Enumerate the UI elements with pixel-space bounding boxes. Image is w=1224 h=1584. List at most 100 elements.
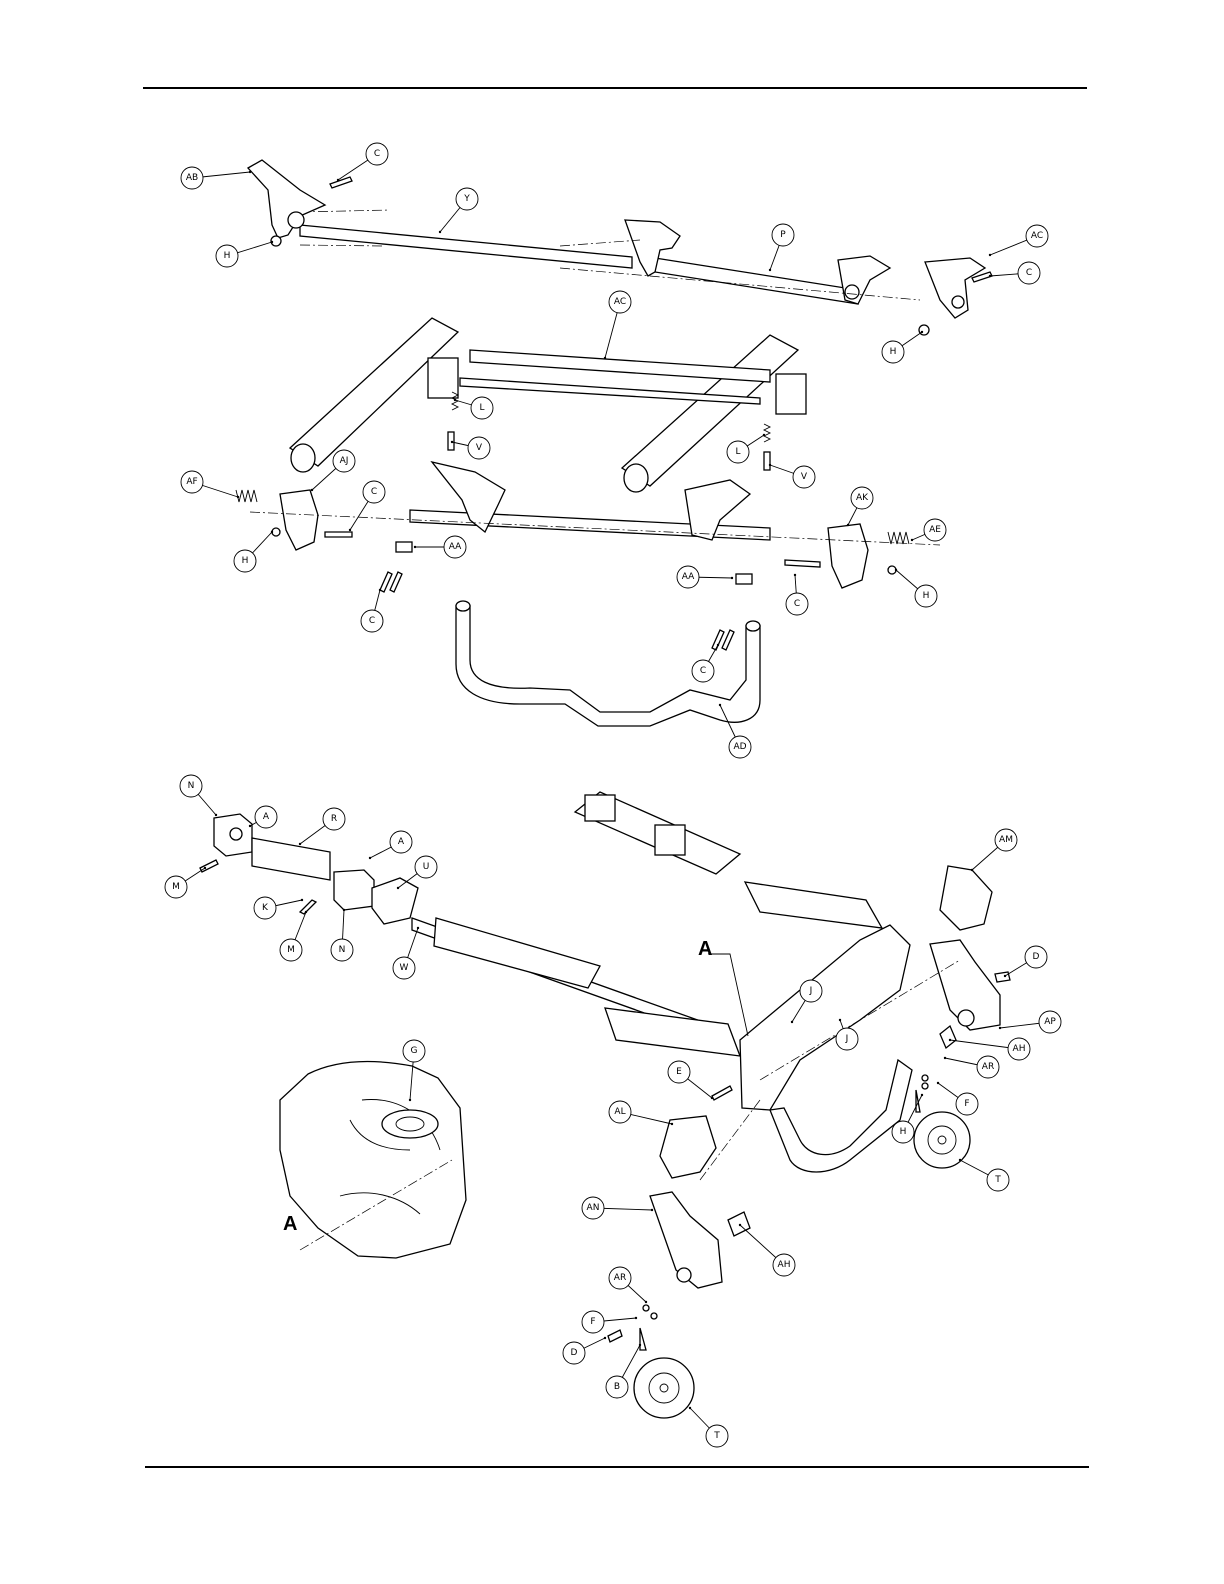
callout-c: C — [361, 589, 383, 632]
callout-leader-dot — [409, 1099, 411, 1101]
callout-leader-dot — [604, 1337, 606, 1339]
callout-c: C — [989, 262, 1040, 284]
callout-label: V — [801, 472, 808, 482]
callout-leader-dot — [439, 231, 441, 233]
callout-leader-dot — [343, 909, 345, 911]
callout-leader-dot — [454, 399, 456, 401]
callout-label: T — [994, 1175, 1001, 1185]
callout-d: D — [1004, 946, 1047, 977]
callout-h: H — [895, 569, 937, 607]
bottom-front-frame-assembly — [575, 792, 1010, 1418]
callout-leader-dot — [944, 1057, 946, 1059]
callout-t: T — [959, 1159, 1009, 1191]
callout-label: AM — [999, 835, 1013, 845]
callout-af: AF — [181, 471, 239, 498]
callout-aa: AA — [677, 566, 733, 588]
callout-leader-dot — [739, 1224, 741, 1226]
callout-label: G — [411, 1046, 418, 1056]
callout-ah: AH — [739, 1224, 795, 1276]
callout-label: V — [476, 443, 483, 453]
callout-leader-dot — [414, 546, 416, 548]
callout-label: AJ — [340, 456, 349, 466]
callout-h: H — [216, 241, 273, 267]
callout-leader-dot — [847, 524, 849, 526]
callout-n: N — [180, 775, 217, 816]
callout-label: A — [263, 812, 270, 822]
callout-label: C — [374, 149, 380, 159]
detail-a-enlarged-view — [280, 1062, 466, 1258]
callout-label: J — [845, 1034, 849, 1044]
callout-label: P — [780, 230, 786, 240]
detail-a-label: A — [698, 938, 712, 960]
callout-u: U — [397, 856, 437, 889]
callout-ae: AE — [911, 519, 946, 541]
callout-leader-dot — [769, 464, 771, 466]
callout-leader-dot — [451, 441, 453, 443]
front-crossbar-assembly — [236, 462, 940, 726]
callout-leader-dot — [215, 814, 217, 816]
callout-label: AL — [614, 1107, 625, 1117]
callout-ab: AB — [181, 167, 251, 189]
callout-label: U — [423, 862, 430, 872]
callout-label: M — [172, 882, 180, 892]
callout-label: AR — [982, 1062, 994, 1072]
callout-label: D — [1033, 952, 1040, 962]
callout-leader-dot — [937, 1082, 939, 1084]
callout-label: L — [735, 447, 740, 457]
callout-leader-dot — [349, 529, 351, 531]
callout-label: AC — [1031, 231, 1043, 241]
callout-label: D — [571, 1348, 578, 1358]
callout-an: AN — [582, 1197, 653, 1219]
callout-label: E — [676, 1067, 682, 1077]
callout-leader-dot — [337, 179, 339, 181]
callout-leader-dot — [794, 574, 796, 576]
callout-leader-dot — [717, 644, 719, 646]
main-frame-assembly — [290, 318, 806, 492]
callout-leader-dot — [989, 275, 991, 277]
callout-leader-dot — [299, 843, 301, 845]
callout-leader-dot — [271, 241, 273, 243]
callout-label: C — [369, 616, 375, 626]
callout-c: C — [349, 481, 385, 531]
callout-leader-dot — [671, 1123, 673, 1125]
callout-label: M — [287, 945, 295, 955]
callout-label: AP — [1044, 1017, 1056, 1027]
callout-leader-dot — [989, 254, 991, 256]
callout-leader-dot — [651, 1209, 653, 1211]
callout-ap: AP — [999, 1011, 1061, 1033]
callout-m: M — [280, 911, 307, 961]
callout-label: H — [900, 1127, 907, 1137]
callout-v: V — [769, 464, 815, 488]
callout-k: K — [254, 897, 303, 919]
callout-label: AA — [682, 572, 695, 582]
callout-m: M — [165, 867, 206, 898]
callout-f: F — [937, 1082, 978, 1115]
callout-leader-dot — [921, 1094, 923, 1096]
callout-label: AE — [929, 525, 941, 535]
callout-leader-dot — [249, 825, 251, 827]
detail-a-label: A — [283, 1213, 297, 1235]
callout-c: C — [337, 143, 388, 181]
callout-label: H — [890, 347, 897, 357]
callout-r: R — [299, 808, 345, 845]
callout-leader-dot — [379, 589, 381, 591]
callout-leader-dot — [999, 1027, 1001, 1029]
callout-d: D — [563, 1337, 606, 1364]
callout-leader-dot — [397, 887, 399, 889]
callout-leader-dot — [249, 171, 251, 173]
callout-label: AR — [614, 1273, 626, 1283]
callout-label: C — [700, 666, 706, 676]
callout-label: B — [614, 1382, 620, 1392]
callout-ak: AK — [847, 487, 873, 526]
callout-label: N — [188, 781, 195, 791]
callout-label: H — [242, 556, 249, 566]
callout-leader-dot — [769, 269, 771, 271]
callout-v: V — [451, 437, 490, 459]
callout-ac: AC — [604, 291, 631, 359]
callout-label: R — [331, 814, 337, 824]
callout-label: L — [479, 403, 484, 413]
callout-label: AC — [614, 297, 626, 307]
callout-label: AD — [733, 742, 746, 752]
callout-n: N — [331, 909, 353, 961]
callout-leader-dot — [791, 1021, 793, 1023]
